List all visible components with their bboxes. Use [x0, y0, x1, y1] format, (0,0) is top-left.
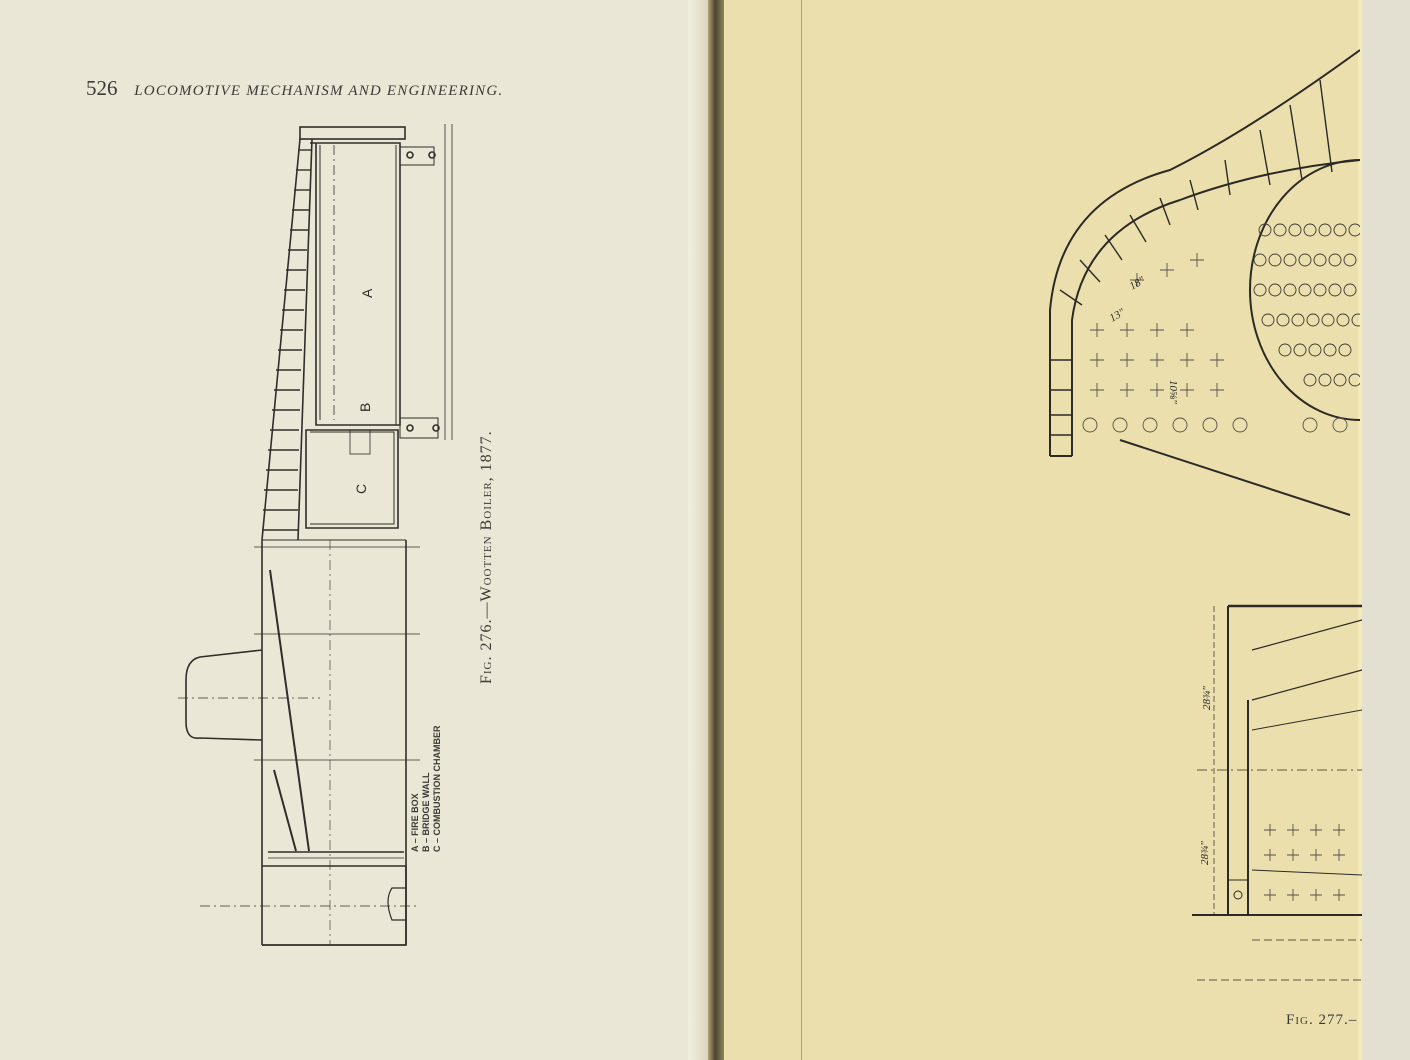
- figure-276-legend: A – FIRE BOX B – BRIDGE WALL C – COMBUST…: [410, 725, 443, 852]
- left-page: [0, 0, 700, 1060]
- figure-276-caption: Fig. 276.—Wootten Boiler, 1877.: [478, 430, 495, 684]
- label-c: C: [353, 484, 369, 494]
- running-head: 526 LOCOMOTIVE MECHANISM AND ENGINEERING…: [86, 76, 503, 101]
- book-spine: [708, 0, 724, 1060]
- legend-item-fire-box: A – FIRE BOX: [410, 793, 420, 852]
- right-page-edge: [1358, 0, 1362, 1060]
- legend-item-combustion-chamber: C – COMBUSTION CHAMBER: [432, 725, 442, 852]
- dimension-18-in: 18": [1128, 274, 1148, 292]
- label-a: A: [359, 288, 375, 298]
- fig-277-firebox-section-drawing: 18" 13" 10⅝": [1049, 49, 1360, 516]
- dimension-28-3-4-in-lower: 28¾": [1199, 841, 1211, 865]
- legend-item-bridge-wall: B – BRIDGE WALL: [421, 772, 431, 852]
- fig-277-side-section-drawing: 28¾" 28¾": [1192, 604, 1362, 981]
- label-b: B: [357, 403, 373, 412]
- page-number: 526: [86, 76, 118, 100]
- figure-277-caption: Fig. 277.–: [1286, 1012, 1358, 1028]
- dimension-13-in: 13": [1108, 306, 1128, 324]
- running-head-title: LOCOMOTIVE MECHANISM AND ENGINEERING.: [134, 83, 504, 99]
- background-beyond-page: [1362, 0, 1410, 1060]
- dimension-28-3-4-in-upper: 28¾": [1201, 686, 1213, 710]
- page-margin-rule: [801, 0, 802, 1060]
- dimension-10-5-8-in: 10⅝": [1167, 380, 1179, 404]
- wootten-boiler-drawing: A B C: [178, 124, 453, 946]
